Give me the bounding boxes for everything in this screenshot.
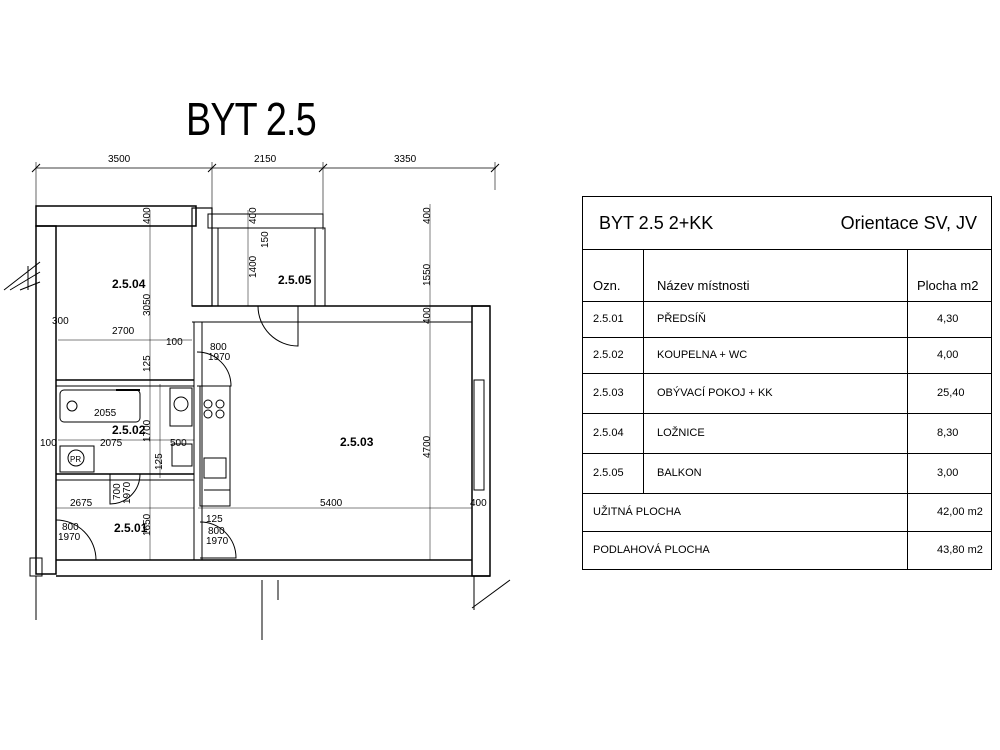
column-header-row: Ozn. Název místnosti Plocha m2: [583, 249, 991, 302]
dim-top-3: 3350: [394, 154, 417, 165]
room-label-2501: 2.5.01: [114, 521, 148, 535]
dim-label: 2075: [100, 438, 123, 449]
row-name: BALKON: [657, 467, 702, 479]
dim-label: 400: [470, 498, 487, 509]
dim-label: 125: [142, 355, 153, 372]
total-label: UŽITNÁ PLOCHA: [593, 506, 682, 518]
table-row: 2.5.03 OBÝVACÍ POKOJ + KK 25,40: [583, 373, 991, 414]
apartment-type: BYT 2.5 2+KK: [599, 212, 714, 233]
dim-label: 1550: [422, 263, 433, 286]
row-area: 3,00: [937, 467, 959, 479]
row-area: 25,40: [937, 387, 965, 399]
room-label-2505: 2.5.05: [278, 273, 312, 287]
col-code: Ozn.: [593, 277, 621, 293]
dimension-labels: 3500 2150 3350 400 400 400 150 1400 1550…: [40, 154, 487, 547]
door-height: 1970: [122, 481, 133, 504]
dim-label: 2055: [94, 408, 117, 419]
total-value: 42,00 m2: [937, 506, 983, 518]
dim-label: 400: [422, 307, 433, 324]
dim-label: 3050: [142, 293, 153, 316]
table-row: 2.5.02 KOUPELNA + WC 4,00: [583, 337, 991, 374]
pr-label: PR: [70, 455, 81, 464]
row-code: 2.5.02: [593, 349, 624, 361]
row-area: 4,30: [937, 313, 959, 325]
dim-top-2: 2150: [254, 154, 277, 165]
dim-label: 1400: [248, 255, 259, 278]
door-height: 1970: [58, 532, 81, 543]
plan-title: BYT 2.5: [186, 93, 317, 145]
table-header-row: BYT 2.5 2+KK Orientace SV, JV: [583, 197, 991, 250]
row-name: PŘEDSÍŇ: [657, 313, 706, 325]
dim-label: 100: [40, 438, 57, 449]
row-code: 2.5.01: [593, 313, 624, 325]
dim-label: 2675: [70, 498, 93, 509]
room-table: BYT 2.5 2+KK Orientace SV, JV Ozn. Název…: [582, 196, 992, 570]
total-row: PODLAHOVÁ PLOCHA 43,80 m2: [583, 531, 991, 569]
room-label-2504: 2.5.04: [112, 277, 146, 291]
dim-label: 1700: [142, 419, 153, 442]
row-code: 2.5.04: [593, 427, 624, 439]
dim-label: 400: [142, 207, 153, 224]
dim-label: 125: [154, 453, 165, 470]
dim-label: 400: [248, 207, 259, 224]
table-row: 2.5.01 PŘEDSÍŇ 4,30: [583, 301, 991, 338]
row-code: 2.5.03: [593, 387, 624, 399]
col-area: Plocha m2: [917, 277, 979, 293]
door-width: 800: [62, 522, 79, 533]
total-value: 43,80 m2: [937, 544, 983, 556]
row-area: 8,30: [937, 427, 959, 439]
room-label-2503: 2.5.03: [340, 435, 374, 449]
door-width: 800: [210, 342, 227, 353]
col-name: Název místnosti: [657, 277, 750, 293]
door-width: 800: [208, 526, 225, 537]
dim-label: 400: [422, 207, 433, 224]
floor-plan: 3500 2150 3350 400 400 400 150 1400 1550…: [3, 154, 511, 640]
row-area: 4,00: [937, 349, 959, 361]
table-row: 2.5.05 BALKON 3,00: [583, 453, 991, 494]
dim-label: 500: [170, 438, 187, 449]
dim-top-1: 3500: [108, 154, 131, 165]
dim-label: 4700: [422, 435, 433, 458]
row-name: KOUPELNA + WC: [657, 349, 748, 361]
dim-label: 100: [166, 337, 183, 348]
room-label-2502: 2.5.02: [112, 423, 146, 437]
dim-label: 2700: [112, 326, 135, 337]
door-height: 1970: [208, 352, 231, 363]
row-name: LOŽNICE: [657, 427, 705, 439]
room-labels: 2.5.04 2.5.05 2.5.03 2.5.02 2.5.01 PR: [70, 273, 374, 535]
dim-label: 5400: [320, 498, 343, 509]
orientation: Orientace SV, JV: [840, 212, 977, 233]
dim-label: 150: [260, 231, 271, 248]
dim-label: 1650: [142, 513, 153, 536]
row-name: OBÝVACÍ POKOJ + KK: [657, 387, 773, 399]
total-row: UŽITNÁ PLOCHA 42,00 m2: [583, 493, 991, 532]
door-height: 1970: [206, 536, 229, 547]
total-label: PODLAHOVÁ PLOCHA: [593, 544, 710, 556]
door-width: 700: [112, 483, 123, 500]
dim-label: 125: [206, 514, 223, 525]
table-row: 2.5.04 LOŽNICE 8,30: [583, 413, 991, 454]
row-code: 2.5.05: [593, 467, 624, 479]
dim-label: 300: [52, 316, 69, 327]
